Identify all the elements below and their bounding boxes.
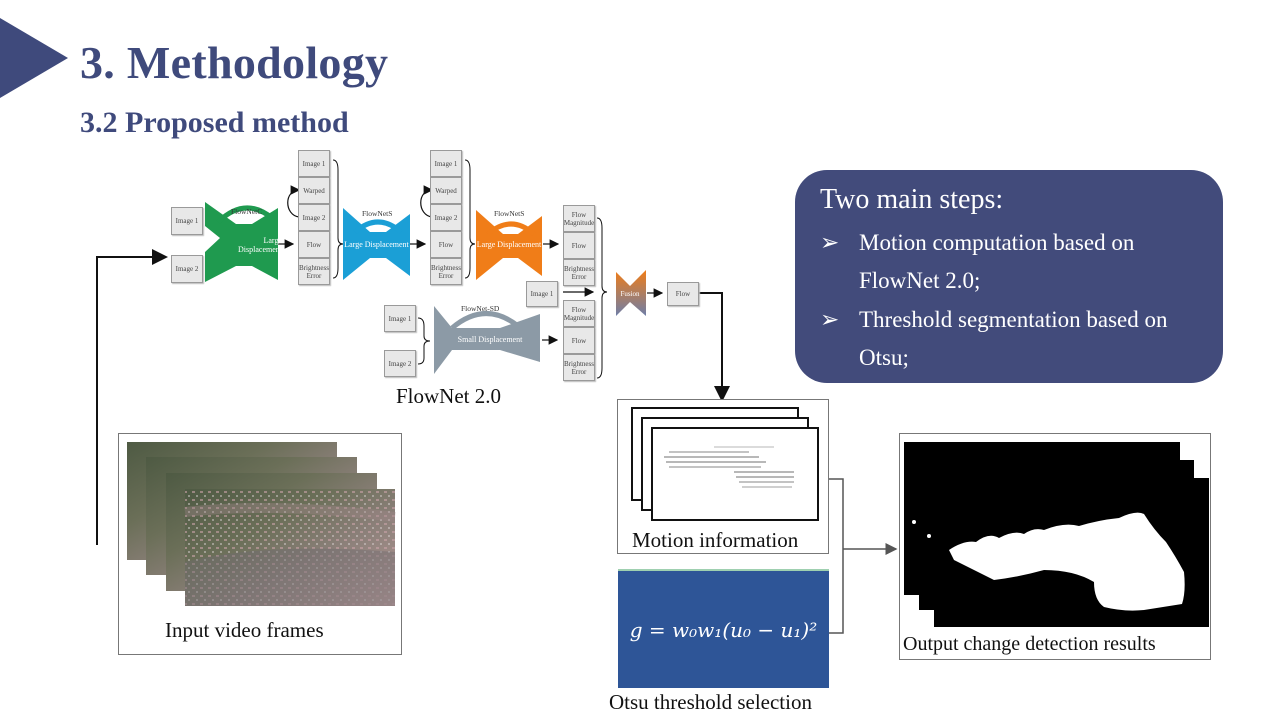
flownetsd-label: FlowNet-SD: [461, 304, 500, 313]
flownetc-input-image1: Image 1: [171, 207, 203, 235]
s2-output-brightness-error: Brightness Error: [563, 259, 595, 286]
flownetc-inner-label: Large Displacement: [238, 236, 282, 254]
s1-input-brightness-error: Brightness Error: [298, 258, 330, 285]
flownetc-label: FlowNetC: [231, 207, 263, 216]
sd-input-image2: Image 2: [384, 350, 416, 377]
sd-input-image1: Image 1: [384, 305, 416, 332]
satellite-frames-image: [127, 442, 396, 606]
otsu-equation-box: g = w₀w₁(u₀ − u₁)²: [618, 569, 829, 688]
step-text-2: Threshold segmentation based on: [859, 307, 1168, 332]
flownetc-shape: [205, 202, 278, 282]
input-frames-caption: Input video frames: [165, 618, 324, 642]
sd-output-flow-magnitude: Flow Magnitude: [563, 300, 595, 327]
step-text-1: Motion computation based on: [859, 230, 1135, 255]
output-results-panel: Output change detection results: [899, 433, 1211, 660]
fusion-shape: [616, 270, 646, 316]
otsu-equation: g = w₀w₁(u₀ − u₁)²: [629, 617, 818, 642]
flownets2-inner-label: Large Displacement: [476, 240, 542, 249]
flownets-2-shape: [476, 210, 542, 280]
s1-input-flow: Flow: [298, 231, 330, 258]
title-triangle-icon: [0, 18, 68, 98]
steps-heading: Two main steps:: [820, 184, 1004, 215]
s2-input-flow: Flow: [430, 231, 462, 258]
flownets2-label: FlowNetS: [494, 209, 525, 218]
flownet-caption: FlowNet 2.0: [396, 384, 501, 408]
s2-input-image1: Image 1: [430, 150, 462, 177]
flownetsd-inner-label: Small Displacement: [457, 335, 523, 344]
fusion-output-flow: Flow: [667, 282, 699, 306]
flownets1-label: FlowNetS: [362, 209, 393, 218]
flownets-1-shape: [343, 208, 410, 280]
step-text-1b: FlowNet 2.0;: [859, 268, 981, 293]
motion-vector-plots: [631, 407, 819, 521]
arrowhead-bullet-icon: ➢: [820, 230, 840, 255]
flownets1-inner-label: Large Displacement: [344, 240, 409, 249]
s2-input-brightness-error: Brightness Error: [430, 258, 462, 285]
s2-output-flow-magnitude: Flow Magnitude: [563, 205, 595, 232]
output-results-caption: Output change detection results: [903, 633, 1156, 655]
motion-info-panel: Motion information: [617, 399, 829, 554]
arrowhead-bullet-icon: ➢: [820, 307, 840, 332]
fusion-input-image1: Image 1: [526, 281, 558, 307]
s2-input-warped: Warped: [430, 177, 462, 204]
slide-title: 3. Methodology: [80, 37, 389, 88]
flownetc-input-image2: Image 2: [171, 255, 203, 283]
step-text-2b: Otsu;: [859, 345, 909, 370]
s2-input-image2: Image 2: [430, 204, 462, 231]
flownetsd-shape: [434, 306, 540, 374]
sd-output-flow: Flow: [563, 327, 595, 354]
motion-info-caption: Motion information: [632, 528, 799, 552]
fusion-label: Fusion: [620, 290, 640, 298]
s1-input-image2: Image 2: [298, 204, 330, 231]
otsu-caption: Otsu threshold selection: [609, 690, 812, 714]
input-frames-panel: Input video frames: [118, 433, 402, 655]
s1-input-warped: Warped: [298, 177, 330, 204]
sd-output-brightness-error: Brightness Error: [563, 354, 595, 381]
s2-output-flow: Flow: [563, 232, 595, 259]
s1-input-image1: Image 1: [298, 150, 330, 177]
slide-subtitle: 3.2 Proposed method: [80, 106, 349, 139]
change-mask-image: [904, 442, 1209, 627]
steps-box: Two main steps: ➢ Motion computation bas…: [795, 170, 1223, 383]
